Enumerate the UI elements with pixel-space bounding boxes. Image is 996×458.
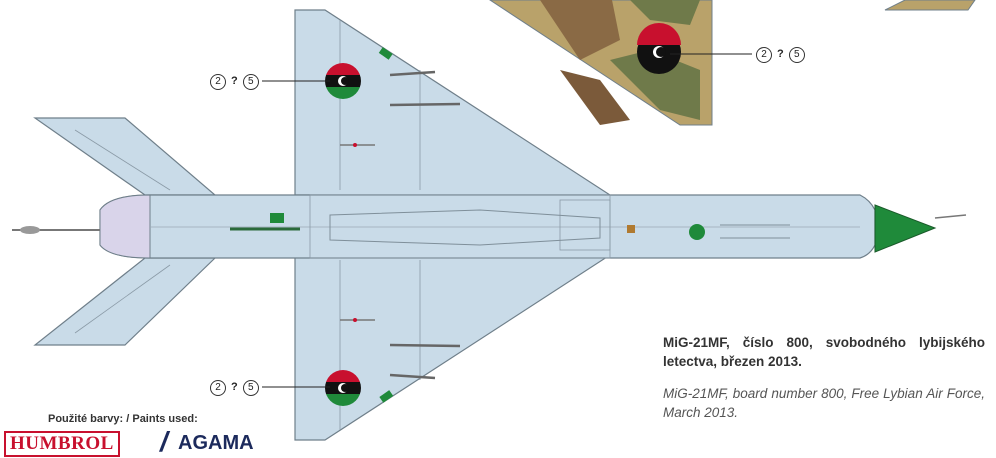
caption-czech: MiG-21MF, číslo 800, svobodného lybijské…: [663, 335, 985, 369]
nose-cone: [874, 204, 967, 253]
paints-used-label: Použité barvy: / Paints used:: [48, 413, 198, 425]
exhaust-probe: [12, 226, 100, 234]
fuselage: [99, 194, 876, 259]
roundel-wing-top: [325, 63, 361, 99]
upper-camo-fragment: [489, 0, 713, 126]
upper-wingtip-fragment: [884, 0, 976, 11]
caption-english: MiG-21MF, board number 800, Free Lybian …: [663, 386, 985, 420]
callout-wing-top: 2?5: [208, 74, 261, 90]
brand-humbrol-logo: HUMBROL: [4, 431, 120, 457]
callout-upper-camo: 2?5: [754, 47, 807, 63]
brand-agama-logo: AGAMA: [178, 432, 254, 454]
brand-separator: /: [160, 426, 168, 457]
roundel-wing-bottom: [325, 370, 361, 406]
callout-wing-bottom: 2?5: [208, 380, 261, 396]
main-wing: [294, 9, 613, 441]
